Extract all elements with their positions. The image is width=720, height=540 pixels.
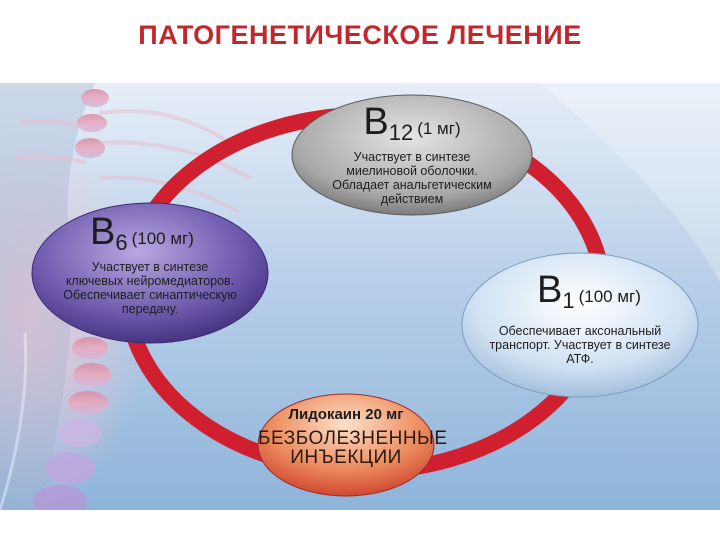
b1-desc-line: Обеспечивает аксональный [498, 324, 662, 338]
b12-letter: B [363, 101, 389, 143]
b1-letter: B [537, 269, 563, 311]
b1-node: B1(100 мг) Обеспечивает аксональный тран… [475, 271, 685, 366]
b6-letter: B [90, 211, 116, 253]
b12-desc-line: Участвует в синтезе [353, 150, 471, 164]
b1-node-shape [461, 252, 699, 398]
b12-index: 12 [388, 120, 414, 145]
b12-node-shape [291, 94, 533, 216]
b6-desc-line: передачу. [121, 302, 179, 316]
b1-desc-line: АТФ. [566, 352, 594, 366]
b6-desc-line: Участвует в синтезе [91, 260, 209, 274]
b1-index: 1 [562, 288, 575, 313]
lidocaine-slogan-line: ИНЪЕКЦИИ [290, 447, 402, 468]
lidocaine-slogan-line: БЕЗБОЛЕЗНЕННЫЕ [258, 428, 448, 449]
b6-index: 6 [115, 230, 128, 255]
page-title: ПАТОГЕНЕТИЧЕСКОЕ ЛЕЧЕНИЕ [138, 20, 582, 50]
b12-desc-line: миелиновой оболочки. [346, 164, 478, 178]
diagram-panel: B12(1 мг) Участвует в синтезе миелиновой… [0, 83, 720, 510]
b12-desc-line: действием [380, 192, 444, 206]
b6-dose: (100 мг) [131, 229, 194, 248]
b12-dose: (1 мг) [417, 119, 461, 138]
b6-desc-line: ключевых нейромедиаторов. [65, 274, 235, 288]
b6-desc-line: Обеспечивает синаптическую [63, 288, 237, 302]
b1-desc-line: транспорт. Участвует в синтезе [489, 338, 671, 352]
background-illustration [0, 83, 720, 510]
b6-node: B6(100 мг) Участвует в синтезе ключевых … [40, 213, 260, 316]
lidocaine-node: Лидокаин 20 мг БЕЗБОЛЕЗНЕННЫЕ ИНЪЕКЦИИ [258, 406, 448, 468]
b1-dose: (100 мг) [578, 287, 641, 306]
b6-node-shape [31, 202, 269, 344]
b12-desc-line: Обладает анальгетическим [332, 178, 492, 192]
b12-node: B12(1 мг) Участвует в синтезе миелиновой… [312, 103, 512, 206]
lidocaine-name: Лидокаин 20 мг [288, 406, 404, 423]
lidocaine-node-shape [257, 393, 435, 497]
